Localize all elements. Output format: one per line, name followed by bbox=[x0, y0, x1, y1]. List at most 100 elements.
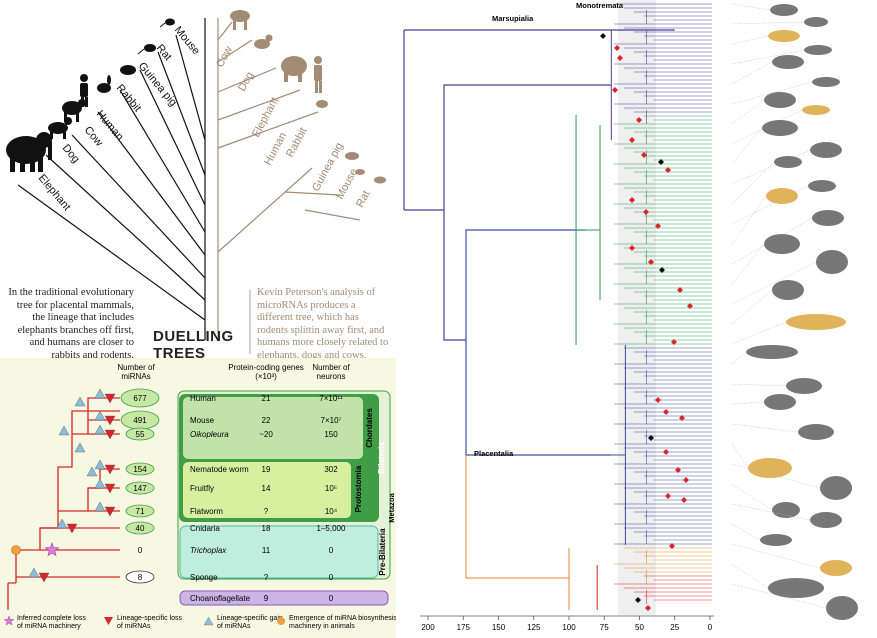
loss-marker bbox=[104, 415, 116, 426]
animal-icon bbox=[812, 77, 840, 87]
branch-human bbox=[97, 111, 206, 256]
label-rat-r: Rat bbox=[354, 189, 373, 210]
mirna-count-oval bbox=[125, 521, 155, 535]
node-marker bbox=[617, 55, 623, 61]
duelling-trees-figure: Elephant Dog Cow Human Rabbit Guinea pig… bbox=[6, 10, 386, 354]
animal-icon bbox=[764, 234, 800, 254]
label-human-r: Human bbox=[262, 130, 289, 167]
label-guinea-pig: Guinea pig bbox=[136, 60, 179, 108]
human-icon-r bbox=[314, 56, 322, 93]
gain-marker bbox=[94, 424, 106, 435]
animal-icon bbox=[786, 378, 822, 394]
axis-tick-label: 200 bbox=[421, 623, 435, 632]
animal-icon bbox=[804, 17, 828, 27]
leader-line bbox=[731, 543, 821, 569]
legend-loss-icon bbox=[104, 617, 113, 625]
loss-machinery-star bbox=[44, 542, 60, 557]
node-marker bbox=[648, 259, 654, 265]
animal-icon bbox=[766, 188, 798, 204]
mirna-count: 8 bbox=[138, 573, 143, 582]
mirna-caption: Kevin Peterson's analysis of microRNAs p… bbox=[257, 287, 389, 358]
header-mirnas-text: Number of bbox=[117, 363, 155, 372]
mirna-count-ovals: 677491551541477140080 bbox=[120, 388, 160, 618]
gene-count: 9 bbox=[264, 594, 269, 603]
animal-icon bbox=[746, 345, 798, 359]
label-rabbit-r: Rabbit bbox=[284, 126, 310, 160]
neuron-count: 150 bbox=[324, 430, 338, 439]
rabbit-icon-r bbox=[316, 100, 328, 108]
leader-line bbox=[731, 463, 821, 489]
cow-icon-r bbox=[230, 10, 250, 30]
header-mirnas-text-2: miRNAs bbox=[121, 372, 150, 381]
leader-line bbox=[731, 401, 765, 405]
axis-tick-label: 75 bbox=[600, 623, 609, 632]
phylo-branch bbox=[404, 84, 612, 211]
mirna-count: 71 bbox=[136, 507, 145, 516]
tree-event-markers bbox=[11, 388, 116, 583]
phylo-branch bbox=[465, 229, 586, 340]
node-marker bbox=[663, 449, 669, 455]
label-cow: Cow bbox=[82, 124, 105, 149]
traditional-animal-icons bbox=[6, 18, 175, 172]
dog-icon bbox=[48, 117, 72, 139]
node-marker bbox=[669, 543, 675, 549]
gene-count: 22 bbox=[262, 416, 271, 425]
label-protostomia: Protostomia bbox=[354, 465, 363, 512]
mirna-count-oval bbox=[125, 427, 155, 441]
phylo-branch bbox=[576, 125, 601, 300]
animal-icon bbox=[808, 180, 836, 192]
legend-text: Emergence of miRNA biosynthesis bbox=[289, 615, 396, 622]
neuron-count: 1–5,000 bbox=[317, 524, 346, 533]
label-mouse-r: Mouse bbox=[334, 167, 360, 202]
legend-text: of miRNAs bbox=[117, 623, 151, 630]
node-marker bbox=[636, 117, 642, 123]
axis-tick-label: 125 bbox=[527, 623, 541, 632]
emergence-dot bbox=[11, 545, 21, 555]
node-marker bbox=[665, 493, 671, 499]
chordates-box bbox=[183, 397, 363, 459]
leader-line bbox=[731, 161, 775, 205]
species-name: Cnidaria bbox=[190, 524, 220, 533]
gain-marker bbox=[94, 478, 106, 489]
gene-count: 11 bbox=[262, 546, 271, 555]
header-neurons-text-2: neurons bbox=[317, 372, 346, 381]
kpg-shade bbox=[618, 0, 656, 615]
branch-human-r bbox=[217, 89, 301, 121]
phylogeny-branches bbox=[403, 3, 712, 610]
branch-guinea-pig bbox=[139, 69, 206, 206]
animal-icon bbox=[810, 142, 842, 158]
leader-line bbox=[731, 185, 809, 225]
node-marker bbox=[635, 597, 641, 603]
animal-icon bbox=[810, 512, 842, 528]
node-marker bbox=[663, 409, 669, 415]
leader-line bbox=[731, 35, 769, 45]
animal-icon bbox=[774, 156, 802, 168]
branch-rat-r bbox=[304, 209, 361, 221]
legend-bg bbox=[0, 610, 396, 638]
animal-icon bbox=[804, 45, 832, 55]
bilateria-branch bbox=[40, 410, 120, 529]
animal-icon bbox=[768, 578, 824, 598]
animal-icon bbox=[770, 4, 798, 16]
branch-mouse bbox=[175, 34, 206, 141]
duelling-trees-panel: Elephant Dog Cow Human Rabbit Guinea pig… bbox=[0, 0, 396, 358]
leader-line bbox=[731, 423, 799, 433]
label-pre-bilateria: Pre-Bilateria bbox=[378, 528, 387, 576]
branch-dog-r bbox=[217, 39, 253, 63]
leader-line bbox=[731, 81, 813, 105]
node-marker bbox=[655, 397, 661, 403]
leader-line bbox=[731, 583, 827, 609]
leader-line bbox=[731, 261, 817, 305]
gain-marker bbox=[86, 466, 98, 477]
gain-marker bbox=[74, 442, 86, 453]
branch-elephant bbox=[17, 184, 206, 321]
leader-line bbox=[731, 523, 761, 541]
dog-icon-r bbox=[254, 34, 273, 49]
branch-rat bbox=[157, 51, 206, 176]
node-marker bbox=[648, 435, 654, 441]
leader-line bbox=[731, 321, 787, 345]
